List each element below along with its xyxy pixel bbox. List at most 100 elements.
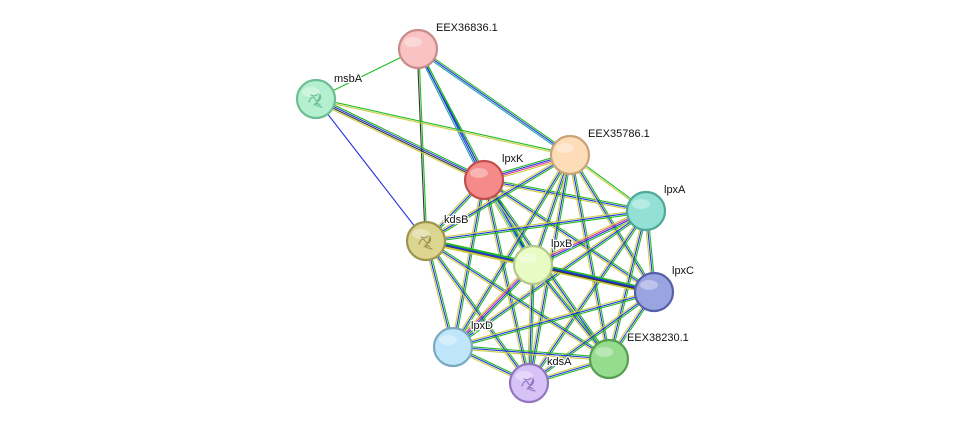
edges-layer bbox=[314, 47, 657, 386]
edge-evidence-line bbox=[425, 212, 647, 244]
node-circle[interactable] bbox=[625, 190, 667, 232]
edge-evidence-line bbox=[424, 241, 609, 361]
edge-msba-kdsb[interactable] bbox=[315, 98, 427, 242]
edge-evidence-line bbox=[483, 181, 647, 214]
edge-evidence-line bbox=[483, 179, 647, 212]
edge-evidence-line bbox=[527, 209, 646, 383]
edge-msba-eex35786-1[interactable] bbox=[315, 97, 571, 157]
edge-kdsb-eex38230-1[interactable] bbox=[424, 239, 611, 361]
node-highlight bbox=[515, 371, 533, 381]
edge-evidence-line bbox=[314, 100, 484, 183]
node-label-eex38230-1: EEX38230.1 bbox=[627, 332, 689, 344]
edge-kdsb-kdsa[interactable] bbox=[424, 239, 531, 385]
edge-lpxk-lpxc[interactable] bbox=[482, 178, 656, 294]
edge-evidence-line bbox=[531, 208, 646, 264]
edge-evidence-line bbox=[315, 98, 427, 242]
edge-evidence-line bbox=[453, 155, 572, 349]
edge-evidence-line bbox=[532, 264, 610, 360]
edge-evidence-line bbox=[425, 240, 530, 384]
node-circle[interactable] bbox=[633, 271, 675, 313]
edge-lpxk-kdsa[interactable] bbox=[481, 179, 532, 384]
edge-evidence-line bbox=[316, 96, 486, 179]
node-msba[interactable]: msbA bbox=[295, 72, 364, 120]
node-highlight bbox=[640, 280, 658, 290]
node-label-kdsb: kdsB bbox=[444, 214, 468, 226]
edge-evidence-line bbox=[418, 47, 572, 155]
node-lpxb[interactable]: lpxB bbox=[512, 237, 574, 286]
node-kdsb[interactable]: kdsB bbox=[405, 213, 470, 262]
edge-evidence-line bbox=[452, 346, 610, 360]
node-circle[interactable] bbox=[432, 326, 474, 368]
node-lpxa[interactable]: lpxA bbox=[625, 183, 687, 232]
edge-evidence-line bbox=[483, 179, 655, 293]
edge-lpxd-eex38230-1[interactable] bbox=[452, 344, 610, 362]
edge-evidence-line bbox=[452, 344, 610, 358]
edge-lpxc-lpxd[interactable] bbox=[452, 289, 655, 350]
edge-evidence-line bbox=[532, 209, 647, 265]
node-circle[interactable] bbox=[588, 338, 630, 380]
edge-evidence-line bbox=[418, 48, 428, 242]
node-kdsa[interactable]: kdsA bbox=[508, 355, 573, 404]
edge-lpxk-lpxa[interactable] bbox=[483, 177, 647, 214]
node-lpxc[interactable]: lpxC bbox=[633, 264, 695, 313]
edge-evidence-line bbox=[532, 263, 655, 292]
edge-evidence-line bbox=[315, 97, 485, 180]
edge-evidence-line bbox=[424, 153, 570, 241]
edge-evidence-line bbox=[425, 208, 647, 240]
edge-evidence-line bbox=[452, 210, 647, 348]
node-eex35786-1[interactable]: EEX35786.1 bbox=[549, 127, 651, 176]
edge-eex35786-1-lpxc[interactable] bbox=[568, 153, 656, 294]
edge-evidence-line bbox=[569, 154, 610, 360]
edge-lpxb-lpxc[interactable] bbox=[531, 262, 656, 295]
node-circle[interactable] bbox=[295, 78, 337, 120]
edge-evidence-line bbox=[481, 179, 528, 384]
node-highlight bbox=[470, 168, 488, 178]
node-circle[interactable] bbox=[463, 159, 505, 201]
edge-msba-lpxk[interactable] bbox=[314, 96, 486, 183]
edge-evidence-line bbox=[529, 211, 648, 385]
node-highlight bbox=[519, 253, 537, 263]
edge-evidence-line bbox=[567, 154, 608, 360]
node-circle[interactable] bbox=[512, 244, 554, 286]
edge-lpxa-kdsb[interactable] bbox=[425, 208, 647, 244]
edge-evidence-line bbox=[570, 153, 656, 292]
node-eex38230-1[interactable]: EEX38230.1 bbox=[588, 331, 690, 380]
edge-evidence-line bbox=[451, 153, 570, 347]
edge-eex35786-1-lpxd[interactable] bbox=[451, 153, 572, 349]
edge-evidence-line bbox=[483, 179, 530, 384]
edge-evidence-line bbox=[417, 48, 571, 156]
edge-evidence-line bbox=[416, 49, 570, 157]
edge-evidence-line bbox=[416, 49, 484, 182]
edge-evidence-line bbox=[315, 99, 571, 157]
edge-evidence-line bbox=[426, 239, 611, 359]
edge-evidence-line bbox=[531, 266, 655, 295]
edge-evidence-line bbox=[450, 179, 483, 348]
edge-evidence-line bbox=[452, 289, 655, 347]
node-highlight bbox=[404, 37, 422, 47]
node-lpxk[interactable]: lpxK bbox=[463, 152, 525, 201]
node-circle[interactable] bbox=[397, 28, 439, 70]
node-highlight bbox=[556, 143, 574, 153]
edge-eex36836-1-eex35786-1[interactable] bbox=[416, 47, 572, 157]
edge-eex36836-1-kdsb[interactable] bbox=[416, 48, 428, 242]
edge-evidence-line bbox=[424, 241, 529, 385]
edge-evidence-line bbox=[527, 290, 654, 383]
node-label-lpxa: lpxA bbox=[664, 184, 686, 196]
edge-lpxc-kdsa[interactable] bbox=[527, 290, 656, 385]
edge-eex35786-1-eex38230-1[interactable] bbox=[567, 154, 612, 360]
node-circle[interactable] bbox=[549, 134, 591, 176]
edge-evidence-line bbox=[482, 180, 654, 294]
edge-evidence-line bbox=[425, 240, 610, 360]
node-circle[interactable] bbox=[508, 362, 550, 404]
node-highlight bbox=[302, 87, 320, 97]
node-eex36836-1[interactable]: EEX36836.1 bbox=[397, 21, 499, 70]
edge-evidence-line bbox=[425, 210, 647, 242]
edge-evidence-line bbox=[416, 48, 426, 242]
node-circle[interactable] bbox=[405, 220, 447, 262]
node-lpxd[interactable]: lpxD bbox=[432, 319, 494, 368]
edge-evidence-line bbox=[452, 291, 655, 348]
edge-evidence-line bbox=[569, 154, 655, 293]
edge-evidence-line bbox=[483, 177, 647, 210]
edge-eex35786-1-kdsb[interactable] bbox=[424, 153, 572, 243]
